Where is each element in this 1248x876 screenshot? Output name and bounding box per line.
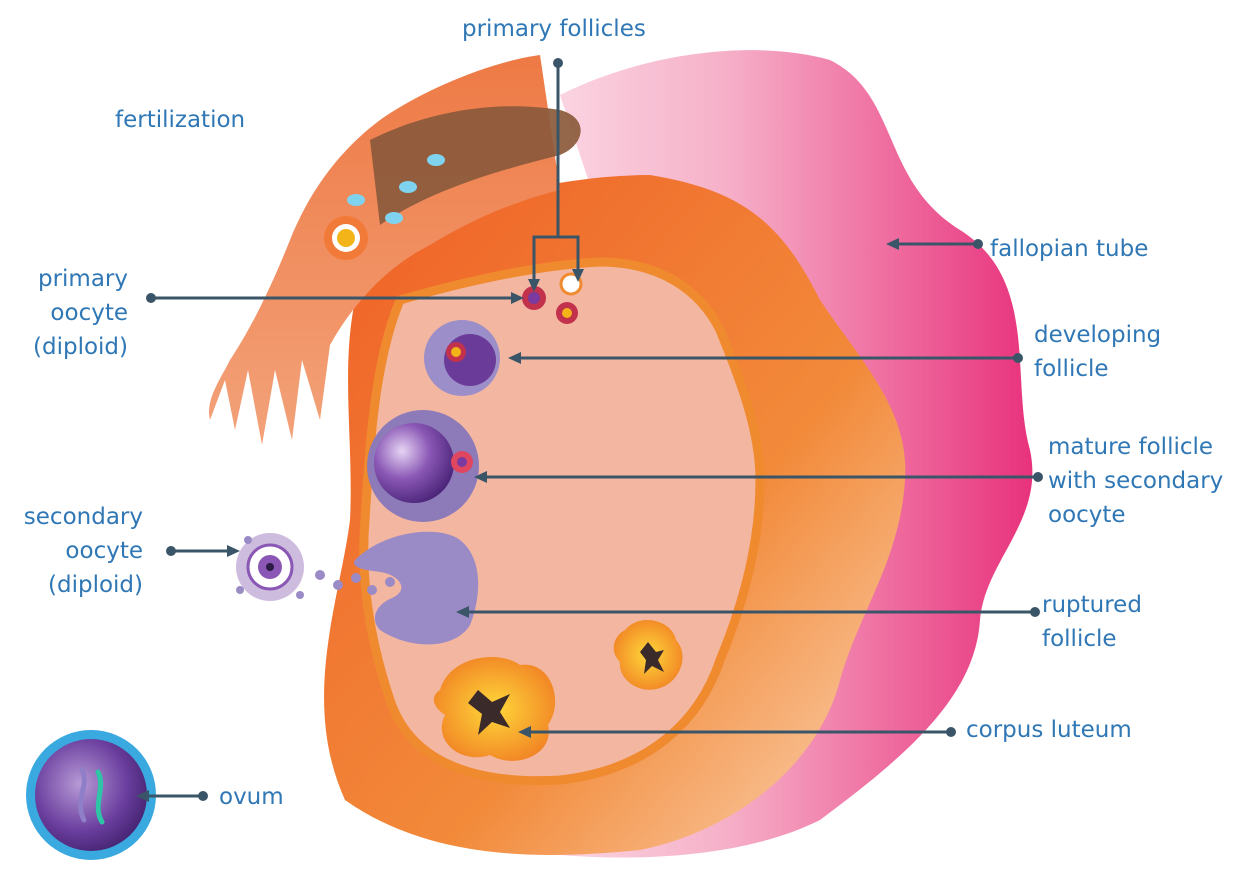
label-ovum: ovum (219, 780, 284, 814)
label-mature-follicle: mature follicle with secondary oocyte (1048, 430, 1223, 532)
label-primary-follicles: primary follicles (462, 12, 646, 46)
label-secondary-oocyte: secondary oocyte (diploid) (0, 500, 143, 602)
developing-follicle (424, 320, 500, 396)
ovum (26, 730, 156, 860)
label-fallopian-tube: fallopian tube (990, 232, 1148, 266)
corpus-luteum-large (434, 657, 555, 761)
label-fertilization: fertilization (115, 103, 245, 137)
label-primary-oocyte: primary oocyte (diploid) (20, 262, 128, 364)
label-developing-follicle: developing follicle (1034, 318, 1161, 386)
mature-follicle (367, 410, 479, 522)
fertilized-egg (324, 216, 368, 260)
label-ruptured-follicle: ruptured follicle (1042, 588, 1142, 656)
label-corpus-luteum: corpus luteum (966, 713, 1132, 747)
